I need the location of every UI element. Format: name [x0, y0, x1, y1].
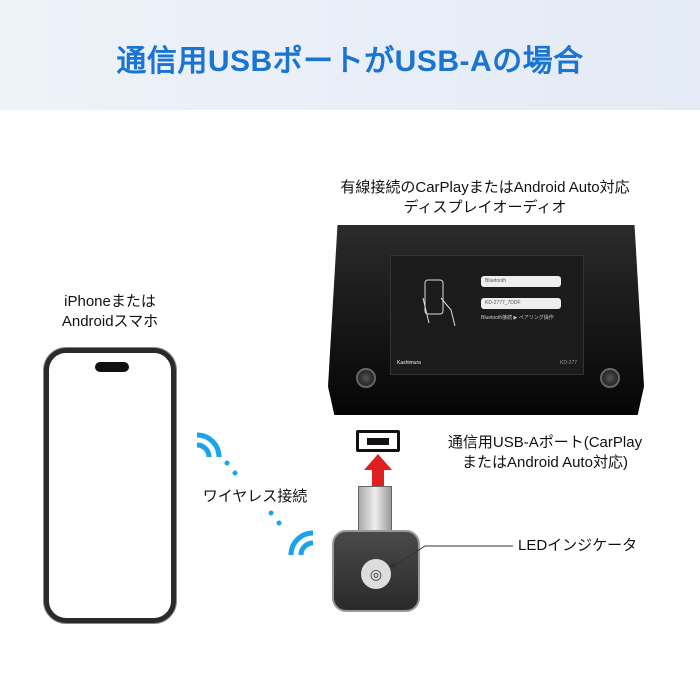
bluetooth-toggle-row: Bluetooth — [481, 276, 561, 287]
led-leader-line — [390, 545, 513, 569]
phone-label-line: iPhoneまたは — [64, 293, 156, 310]
usb-plug — [358, 486, 392, 532]
wireless-adapter: ◎ — [332, 530, 420, 612]
phone-label: iPhoneまたは Androidスマホ — [30, 292, 190, 332]
dynamic-island — [95, 362, 129, 372]
phone-label-line: Androidスマホ — [61, 313, 159, 330]
step1: Bluetooth接続 — [481, 315, 513, 321]
port-label-line: 通信用USB-Aポート(CarPlay — [447, 434, 643, 451]
display-screen: Bluetooth KD-2777_7DDF Bluetooth接続 ▶ ペアリ… — [390, 255, 584, 375]
display-label-line: ディスプレイオーディオ — [403, 199, 567, 216]
device-name-field: KD-2777_7DDF — [481, 298, 561, 309]
display-label-line: 有線接続のCarPlayまたはAndroid Auto対応 — [340, 179, 630, 196]
display-label: 有線接続のCarPlayまたはAndroid Auto対応 ディスプレイオーディ… — [310, 178, 660, 218]
knob-right — [600, 368, 620, 388]
display-audio: Bluetooth KD-2777_7DDF Bluetooth接続 ▶ ペアリ… — [328, 225, 644, 415]
phone-hand-icon — [422, 279, 456, 327]
page-title: 通信用USBポートがUSB-Aの場合 — [116, 45, 584, 78]
header-band — [0, 0, 700, 110]
wireless-signal-icon — [196, 432, 314, 556]
model-number: KD-277 — [560, 360, 577, 366]
usb-a-port — [356, 430, 400, 452]
brand-logo: Kashimura — [397, 360, 421, 366]
wireless-label: ワイヤレス接続 — [202, 488, 308, 505]
arrow-up-icon — [364, 454, 392, 486]
smartphone — [44, 348, 176, 623]
step2: ペアリング操作 — [518, 315, 554, 321]
led-indicator-icon: ◎ — [361, 559, 391, 589]
port-label-line: またはAndroid Auto対応) — [462, 454, 628, 471]
port-label: 通信用USB-Aポート(CarPlay またはAndroid Auto対応) — [420, 433, 670, 473]
led-label: LEDインジケータ — [518, 537, 638, 554]
knob-left — [356, 368, 376, 388]
